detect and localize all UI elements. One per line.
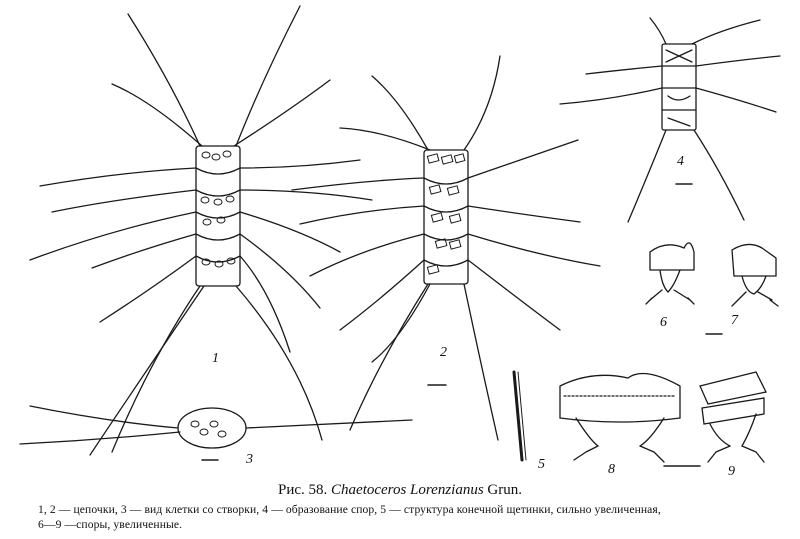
figure-caption-description: 1, 2 — цепочки, 3 — вид клетки со створк… bbox=[38, 502, 778, 532]
panel-label-3: 3 bbox=[245, 452, 253, 467]
scale-bars bbox=[201, 183, 723, 467]
panel-label-7: 7 bbox=[731, 313, 739, 328]
panel-4-spore-formation bbox=[559, 17, 781, 223]
panel-6-spore bbox=[645, 242, 695, 305]
panel-label-6: 6 bbox=[660, 315, 667, 330]
panel-2-cell-chain bbox=[291, 55, 601, 441]
panel-5-seta-structure bbox=[512, 370, 527, 462]
panel-9-spore bbox=[699, 371, 767, 463]
panel-label-5: 5 bbox=[538, 457, 545, 472]
panel-label-4: 4 bbox=[677, 154, 684, 169]
caption-line-1: 1, 2 — цепочки, 3 — вид клетки со створк… bbox=[38, 503, 661, 516]
panel-label-2: 2 bbox=[440, 345, 447, 360]
caption-line-2: 6—9 —споры, увеличенные. bbox=[38, 518, 183, 531]
panel-3-valve-view bbox=[19, 405, 413, 449]
panel-1-cell-chain bbox=[29, 5, 373, 456]
figure-illustration: 1 2 3 4 5 6 7 8 9 bbox=[19, 5, 781, 479]
figure-caption-title: Рис. 58. Chaetoceros Lorenzianus Grun. bbox=[0, 481, 800, 499]
species-name: Chaetoceros Lorenzianus bbox=[331, 482, 484, 498]
panel-label-9: 9 bbox=[728, 464, 735, 479]
panel-label-1: 1 bbox=[212, 351, 219, 366]
panel-7-spore bbox=[731, 243, 779, 307]
panel-8-spore bbox=[559, 372, 681, 463]
figure-label: Рис. 58. bbox=[278, 482, 328, 498]
panel-label-8: 8 bbox=[608, 462, 615, 477]
species-authority: Grun. bbox=[487, 482, 522, 498]
